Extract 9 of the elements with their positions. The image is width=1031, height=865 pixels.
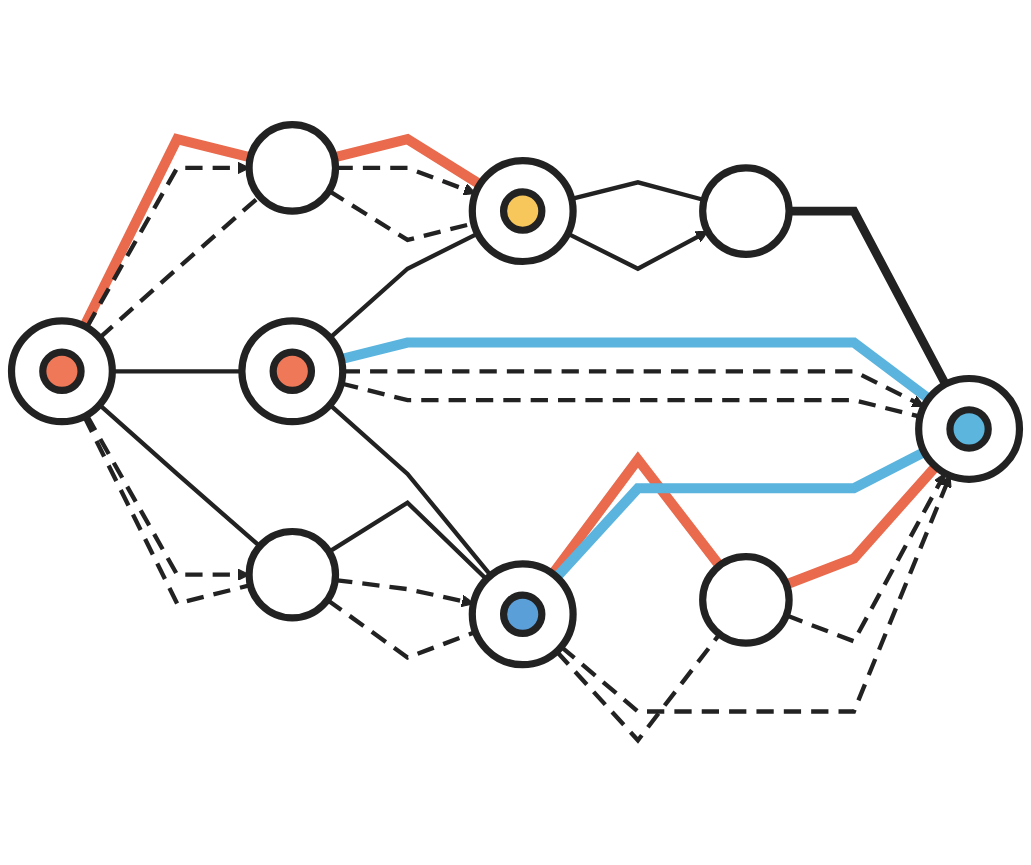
node-circle	[7, 317, 116, 426]
node-circle	[245, 121, 340, 215]
node-circle	[245, 527, 340, 622]
node-circle	[468, 157, 577, 266]
node-circle	[699, 164, 793, 258]
node-circle	[699, 553, 793, 647]
node-circle	[238, 317, 347, 426]
node-circle	[468, 560, 577, 669]
node-circle	[915, 374, 1024, 483]
